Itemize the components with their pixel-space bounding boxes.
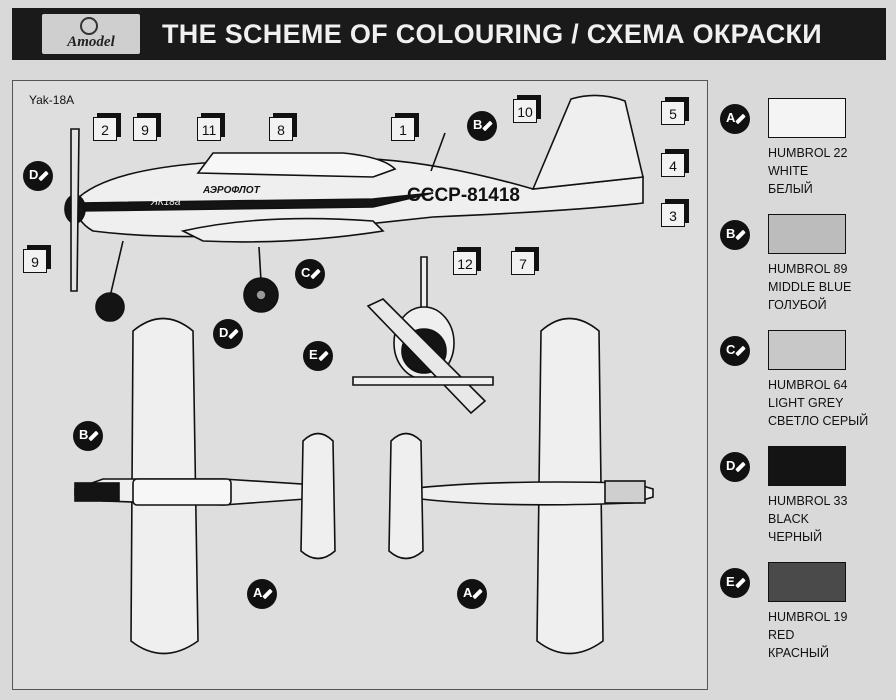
bottom-view-fuselage — [392, 481, 654, 506]
legend-name-ru: БЕЛЫЙ — [768, 182, 813, 196]
legend-item-c: C HUMBROL 64 LIGHT GREY СВЕТЛО СЕРЫЙ — [718, 330, 888, 442]
top-view-canopy — [132, 478, 232, 506]
side-view-main-gear — [258, 246, 262, 282]
registration-text: СССР-81418 — [407, 185, 520, 206]
legend-swatch-c — [768, 330, 846, 370]
legend-name-en: BLACK — [768, 512, 809, 526]
legend-code: HUMBROL 19 — [768, 610, 848, 624]
legend-code: HUMBROL 89 — [768, 262, 848, 276]
legend-name-en: RED — [768, 628, 795, 642]
legend-swatch-d — [768, 446, 846, 486]
bottom-view-tailplane — [388, 432, 424, 560]
callout-4: 4 — [661, 153, 685, 177]
legend-code: HUMBROL 64 — [768, 378, 848, 392]
legend-name-en: LIGHT GREY — [768, 396, 844, 410]
paint-marker-c-side: C — [295, 259, 325, 289]
callout-1: 1 — [391, 117, 415, 141]
legend-marker-d: D — [720, 452, 750, 482]
legend-name-ru: ГОЛУБОЙ — [768, 298, 827, 312]
legend-code: HUMBROL 33 — [768, 494, 848, 508]
amodel-logo: Amodel — [42, 14, 140, 54]
side-view-nose-gear — [108, 240, 124, 302]
legend-marker-c: C — [720, 336, 750, 366]
legend-name-en: MIDDLE BLUE — [768, 280, 852, 294]
legend-name-ru: ЧЕРНЫЙ — [768, 530, 823, 544]
top-view-tailplane — [300, 432, 336, 560]
drawing-panel: Yak-18A — [12, 80, 708, 690]
legend-name-ru: КРАСНЫЙ — [768, 646, 829, 660]
page-title: THE SCHEME OF COLOURING / СХЕМА ОКРАСКИ — [162, 19, 823, 49]
legend-marker-a: A — [720, 104, 750, 134]
side-view-antenna — [430, 132, 446, 172]
paint-marker-a-top: A — [247, 579, 277, 609]
paint-marker-d-gear: D — [213, 319, 243, 349]
paint-marker-b-side: B — [467, 111, 497, 141]
legend-marker-e: E — [720, 568, 750, 598]
paint-marker-e-front: E — [303, 341, 333, 371]
callout-9-left: 9 — [23, 249, 47, 273]
callout-5: 5 — [661, 101, 685, 125]
paint-marker-d-side: D — [23, 161, 53, 191]
aeroflot-script: АЭРОФЛОТ — [203, 185, 260, 196]
side-view-propeller — [70, 128, 80, 292]
legend-item-e: E HUMBROL 19 RED КРАСНЫЙ — [718, 562, 888, 674]
legend-name-en: WHITE — [768, 164, 809, 178]
callout-8: 8 — [269, 117, 293, 141]
callout-2: 2 — [93, 117, 117, 141]
legend-swatch-b — [768, 214, 846, 254]
callout-10: 10 — [513, 99, 537, 123]
logo-target-icon — [80, 17, 98, 35]
type-script: ЯК18а — [151, 197, 181, 208]
legend-swatch-a — [768, 98, 846, 138]
top-view-nose — [74, 482, 120, 502]
legend-marker-b: B — [720, 220, 750, 250]
bottom-view-nose — [604, 480, 646, 504]
legend-code: HUMBROL 22 — [768, 146, 848, 160]
callout-11: 11 — [197, 117, 221, 141]
logo-text: Amodel — [67, 34, 115, 50]
aircraft-name: Yak-18A — [29, 93, 75, 107]
callout-12: 12 — [453, 251, 477, 275]
callout-7: 7 — [511, 251, 535, 275]
legend-swatch-e — [768, 562, 846, 602]
callout-3: 3 — [661, 203, 685, 227]
legend-name-ru: СВЕТЛО СЕРЫЙ — [768, 414, 869, 428]
callout-9-top: 9 — [133, 117, 157, 141]
side-view-wing — [180, 217, 385, 243]
front-view-wing — [352, 376, 494, 386]
aircraft-drawings — [64, 94, 654, 655]
paint-marker-b-top: B — [73, 421, 103, 451]
side-view-tail-fin — [531, 94, 644, 190]
side-view-canopy — [196, 152, 397, 178]
paint-marker-a-bottom: A — [457, 579, 487, 609]
header-bar: Amodel THE SCHEME OF COLOURING / СХЕМА О… — [12, 8, 886, 60]
legend-item-d: D HUMBROL 33 BLACK ЧЕРНЫЙ — [718, 446, 888, 558]
legend-item-b: B HUMBROL 89 MIDDLE BLUE ГОЛУБОЙ — [718, 214, 888, 326]
legend-item-a: A HUMBROL 22 WHITE БЕЛЫЙ — [718, 98, 888, 210]
side-view-nose-wheel — [95, 292, 125, 322]
side-view-fuselage — [74, 158, 644, 238]
